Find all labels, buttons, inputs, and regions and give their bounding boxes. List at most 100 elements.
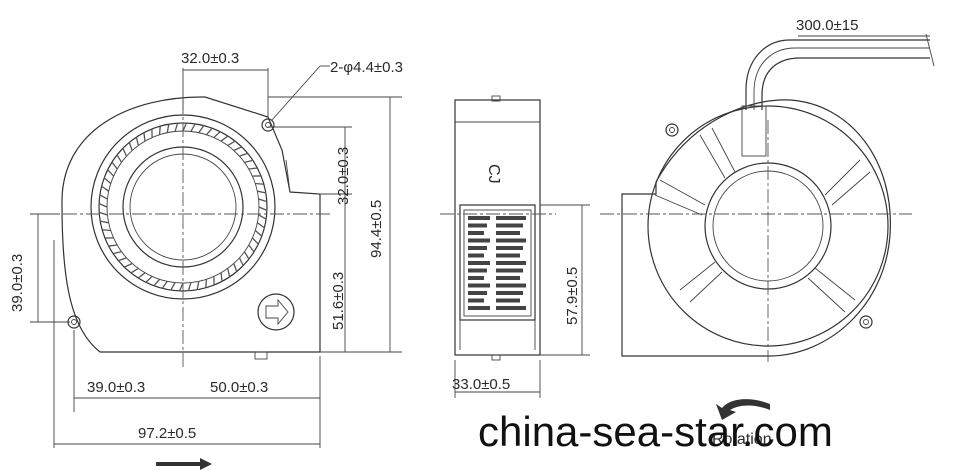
blade-tick [161, 280, 168, 289]
label-bar [496, 231, 520, 235]
blade-tick [248, 244, 255, 253]
blade-tick [179, 282, 184, 292]
label-bar [496, 268, 523, 273]
dim-thickness: 33.0±0.5 [452, 376, 510, 393]
blade-tick [255, 182, 264, 185]
label-bar [468, 246, 487, 250]
blade-tick [122, 148, 128, 157]
blade-tick [213, 131, 221, 139]
dim-center-to-outlet: 50.0±0.3 [210, 379, 268, 396]
blade-tick [220, 135, 229, 142]
blade-tick [99, 194, 108, 200]
blade-tick [100, 220, 109, 224]
blade-tick [198, 125, 205, 134]
blade-tick [135, 136, 139, 146]
back-view: 300.0±15 Rotation [600, 17, 935, 448]
blade-tick [227, 268, 231, 278]
blade-tick [190, 123, 196, 132]
dim-holes: 2-φ4.4±0.3 [330, 59, 403, 76]
dim-height: 94.4±0.5 [368, 200, 385, 258]
blade-tick [102, 229, 111, 232]
blade-tick [220, 272, 223, 282]
blade-tick [118, 257, 127, 262]
label-bar [468, 298, 484, 303]
label-bar [468, 291, 487, 295]
dim-top-hole-offset: 32.0±0.3 [181, 50, 239, 67]
label-bar [496, 276, 520, 280]
impeller-blades [98, 122, 268, 292]
label-bar [496, 246, 523, 250]
blade-tick [101, 185, 110, 192]
blade-tick [107, 169, 115, 177]
dim-hole-to-center-v: 39.0±0.3 [9, 254, 26, 312]
label-bar [496, 216, 526, 220]
dim-center-to-bottom: 51.6±0.3 [330, 272, 347, 330]
dim-lead-length: 300.0±15 [796, 17, 858, 34]
label-bar [468, 253, 484, 258]
label-bar [496, 283, 526, 288]
label-bar [468, 283, 490, 288]
label-bar [496, 291, 523, 295]
blade-tick [170, 282, 176, 291]
watermark-text: china-sea-star.com [478, 408, 833, 455]
blade-tick [244, 159, 254, 163]
blade-tick [254, 229, 263, 237]
dim-outlet-height: 32.0±0.3 [335, 147, 352, 205]
blade-tick [98, 203, 108, 208]
label-bar [496, 253, 520, 258]
label-bar [468, 268, 487, 273]
blade-tick [258, 214, 267, 220]
label-bar [468, 238, 490, 243]
blade-tick [233, 263, 238, 272]
label-bar [496, 223, 523, 228]
label-barcode [468, 216, 526, 310]
rotation-label: Rotation [712, 431, 772, 448]
blade-tick [128, 142, 133, 151]
blade-tick [187, 282, 192, 292]
blade-tick [251, 237, 259, 245]
blade-tick [137, 272, 146, 279]
blade-tick [233, 146, 242, 152]
label-bar [496, 298, 520, 303]
blade-tick [205, 127, 213, 136]
blade-tick [145, 275, 153, 283]
blade-tick [158, 126, 161, 135]
blade-tick [243, 251, 250, 260]
blade-tick [130, 267, 139, 274]
blade-tick [248, 167, 258, 170]
blade-tick [227, 140, 236, 147]
blade-tick [103, 177, 112, 185]
label-bar [468, 223, 487, 228]
label-bar [496, 238, 526, 243]
label-bar [468, 261, 490, 265]
blade-tick [258, 206, 268, 211]
label-bar [468, 216, 490, 220]
blade-tick [166, 124, 170, 133]
blade-tick [256, 222, 265, 229]
blade-tick [153, 278, 161, 287]
label-bar [468, 306, 490, 310]
blade-tick [143, 132, 146, 142]
side-view: CJ 57.9±0.5 33.0±0.5 [440, 95, 590, 398]
label-bar [468, 231, 484, 235]
blade-tick [124, 262, 133, 268]
dim-hole-to-center-h: 39.0±0.3 [87, 379, 145, 396]
label-bar [468, 276, 484, 280]
label-bar [496, 306, 526, 310]
dim-side-height: 57.9±0.5 [564, 267, 581, 325]
blade-tick [112, 251, 122, 255]
front-view: 32.0±0.3 2-φ4.4±0.3 32.0±0.3 94.4±0.5 51… [9, 50, 403, 470]
dim-width: 97.2±0.5 [138, 425, 196, 442]
blade-tick [116, 154, 123, 163]
blade-tick [239, 152, 248, 157]
blade-tick [108, 244, 118, 247]
blade-tick [205, 279, 208, 288]
blade-tick [238, 257, 244, 266]
label-bar [496, 261, 526, 265]
blade-tick [258, 198, 268, 203]
blade-tick [196, 281, 200, 290]
blade-tick [257, 190, 266, 194]
blade-tick [182, 122, 187, 132]
blade-tick [111, 161, 118, 170]
